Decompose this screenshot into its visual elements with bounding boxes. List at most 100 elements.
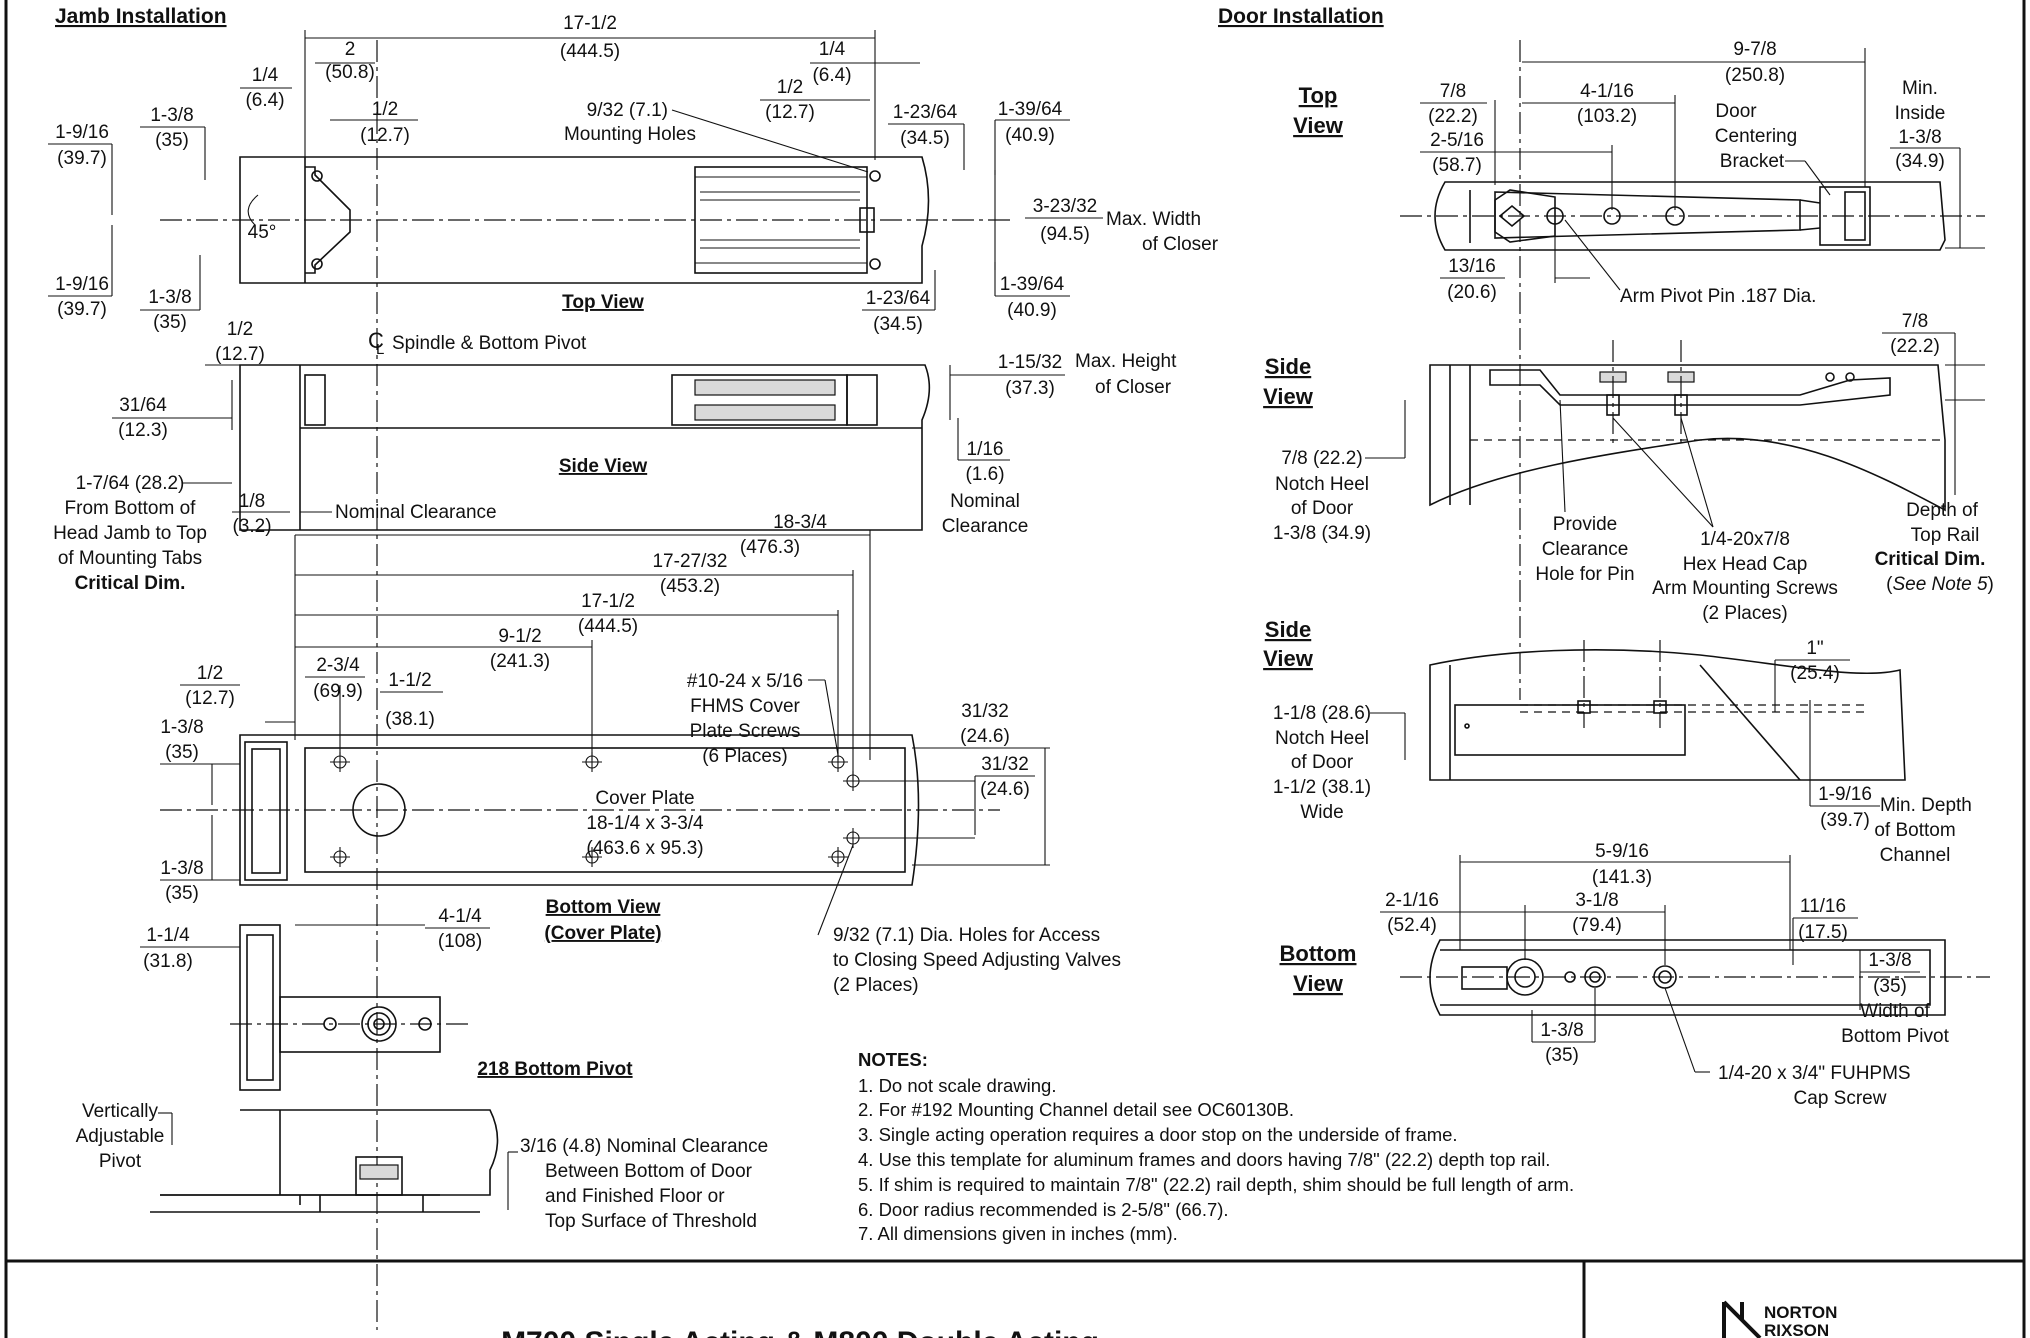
- svg-text:(3.2): (3.2): [232, 516, 271, 537]
- note-2: 2. For #192 Mounting Channel detail see …: [858, 1099, 1294, 1120]
- svg-text:of Bottom: of Bottom: [1874, 820, 1955, 841]
- svg-text:31/32: 31/32: [961, 701, 1009, 722]
- svg-text:18-1/4 x 3-3/4: 18-1/4 x 3-3/4: [586, 813, 704, 834]
- svg-text:7/8: 7/8: [1902, 311, 1928, 332]
- svg-text:(17.5): (17.5): [1798, 922, 1848, 943]
- norton-rixson-logo: NORTON RIXSON: [1722, 1300, 1837, 1338]
- svg-text:Wide: Wide: [1300, 802, 1343, 823]
- svg-text:3-1/8: 3-1/8: [1575, 890, 1618, 911]
- svg-text:1/8: 1/8: [239, 491, 265, 512]
- svg-text:1-3/8: 1-3/8: [1868, 950, 1911, 971]
- svg-text:31/64: 31/64: [119, 395, 167, 416]
- svg-text:(79.4): (79.4): [1572, 915, 1622, 936]
- svg-text:View: View: [1263, 646, 1314, 671]
- svg-text:(453.2): (453.2): [660, 576, 720, 597]
- svg-text:(22.2): (22.2): [1428, 106, 1478, 127]
- svg-text:(35): (35): [153, 312, 187, 333]
- svg-text:(12.7): (12.7): [360, 125, 410, 146]
- svg-text:Door: Door: [1715, 101, 1757, 122]
- note-3: 3. Single acting operation requires a do…: [858, 1124, 1458, 1145]
- svg-text:(103.2): (103.2): [1577, 106, 1637, 127]
- svg-text:(250.8): (250.8): [1725, 65, 1785, 86]
- svg-text:(37.3): (37.3): [1005, 378, 1055, 399]
- svg-text:(141.3): (141.3): [1592, 867, 1652, 888]
- svg-text:Provide: Provide: [1553, 514, 1617, 535]
- svg-text:of Closer: of Closer: [1142, 234, 1219, 255]
- svg-text:(24.6): (24.6): [960, 726, 1010, 747]
- svg-text:(34.5): (34.5): [900, 128, 950, 149]
- svg-text:1/2: 1/2: [227, 319, 253, 340]
- svg-text:18-3/4: 18-3/4: [773, 512, 827, 533]
- svg-text:FHMS Cover: FHMS Cover: [690, 696, 800, 717]
- svg-text:Side: Side: [1265, 617, 1311, 642]
- svg-text:(34.9): (34.9): [1895, 151, 1945, 172]
- jamb-top-view: 17-1/2 (444.5) 2 (50.8) 1/4 (6.4) 1/2 (1…: [48, 13, 1219, 1330]
- svg-text:Min. Depth: Min. Depth: [1880, 795, 1972, 816]
- svg-text:Arm Pivot Pin .187 Dia.: Arm Pivot Pin .187 Dia.: [1620, 286, 1816, 307]
- svg-text:9/32 (7.1): 9/32 (7.1): [587, 100, 668, 121]
- svg-text:(463.6 x 95.3): (463.6 x 95.3): [586, 838, 703, 859]
- svg-text:17-1/2: 17-1/2: [581, 591, 635, 612]
- svg-text:Plate Screws: Plate Screws: [690, 721, 801, 742]
- floor-elevation: Vertically Adjustable Pivot 3/16 (4.8) N…: [76, 1101, 769, 1232]
- svg-text:4-1/4: 4-1/4: [438, 906, 482, 927]
- svg-text:45°: 45°: [248, 222, 277, 243]
- svg-text:Hole for Pin: Hole for Pin: [1535, 564, 1634, 585]
- note-6: 6. Door radius recommended is 2-5/8" (66…: [858, 1199, 1229, 1220]
- svg-text:(6.4): (6.4): [812, 65, 851, 86]
- svg-text:1-39/64: 1-39/64: [1000, 274, 1065, 295]
- svg-text:1/4-20x7/8: 1/4-20x7/8: [1700, 529, 1790, 550]
- svg-text:Max. Width: Max. Width: [1106, 209, 1201, 230]
- svg-text:5-9/16: 5-9/16: [1595, 841, 1649, 862]
- svg-text:(34.5): (34.5): [873, 314, 923, 335]
- logo-text-1: NORTON: [1764, 1303, 1837, 1322]
- svg-text:#10-24 x 5/16: #10-24 x 5/16: [687, 671, 803, 692]
- svg-text:(39.7): (39.7): [1820, 810, 1870, 831]
- svg-text:(2 Places): (2 Places): [1702, 603, 1788, 624]
- svg-text:3/16 (4.8) Nominal Clearance: 3/16 (4.8) Nominal Clearance: [520, 1136, 768, 1157]
- svg-text:1-7/64 (28.2): 1-7/64 (28.2): [76, 473, 185, 494]
- svg-text:1-1/2: 1-1/2: [388, 670, 431, 691]
- svg-text:1/4: 1/4: [252, 65, 279, 86]
- svg-text:of Mounting Tabs: of Mounting Tabs: [58, 548, 202, 569]
- svg-text:2-3/4: 2-3/4: [316, 655, 360, 676]
- notes-heading: NOTES:: [858, 1049, 928, 1070]
- svg-text:1-9/16: 1-9/16: [55, 274, 109, 295]
- svg-text:2-1/16: 2-1/16: [1385, 890, 1439, 911]
- svg-text:Centering: Centering: [1715, 126, 1797, 147]
- svg-text:4-1/16: 4-1/16: [1580, 81, 1634, 102]
- svg-text:of Door: of Door: [1291, 752, 1354, 773]
- svg-text:(52.4): (52.4): [1387, 915, 1437, 936]
- svg-text:Width of: Width of: [1860, 1001, 1930, 1022]
- svg-text:(40.9): (40.9): [1005, 125, 1055, 146]
- svg-text:2: 2: [345, 39, 356, 60]
- door-side-view-top-rail: Side View 7/8 (22.2) 7/8 (22.2) Notch He…: [1263, 311, 1994, 624]
- note-1: 1. Do not scale drawing.: [858, 1075, 1056, 1096]
- svg-text:9/32 (7.1) Dia. Holes for Acce: 9/32 (7.1) Dia. Holes for Access: [833, 925, 1100, 946]
- svg-text:1-9/16: 1-9/16: [1818, 784, 1872, 805]
- svg-text:(108): (108): [438, 931, 482, 952]
- svg-text:Notch Heel: Notch Heel: [1275, 728, 1369, 749]
- svg-text:(39.7): (39.7): [57, 148, 107, 169]
- svg-text:of Door: of Door: [1291, 498, 1354, 519]
- svg-text:Pivot: Pivot: [99, 1151, 142, 1172]
- svg-text:(241.3): (241.3): [490, 651, 550, 672]
- svg-text:11/16: 11/16: [1800, 896, 1846, 917]
- svg-text:Between Bottom of Door: Between Bottom of Door: [545, 1161, 753, 1182]
- svg-text:(1.6): (1.6): [965, 464, 1004, 485]
- svg-text:(94.5): (94.5): [1040, 224, 1090, 245]
- svg-text:1/2: 1/2: [197, 663, 223, 684]
- svg-text:Inside: Inside: [1895, 103, 1946, 124]
- svg-text:1-23/64: 1-23/64: [893, 102, 958, 123]
- svg-text:C: C: [368, 328, 384, 353]
- svg-text:(69.9): (69.9): [313, 681, 363, 702]
- drawing-title: M700 Single Acting & M800 Double Acting: [501, 1326, 1099, 1338]
- svg-text:1-23/64: 1-23/64: [866, 288, 931, 309]
- svg-text:Nominal Clearance: Nominal Clearance: [335, 502, 497, 523]
- jamb-side-view: C L Spindle & Bottom Pivot 1/2 (12.7) 31…: [53, 319, 1177, 594]
- jamb-bottom-view-label: Bottom View: [546, 897, 661, 918]
- svg-text:7/8: 7/8: [1440, 81, 1466, 102]
- svg-text:(31.8): (31.8): [143, 951, 193, 972]
- svg-text:View: View: [1263, 384, 1314, 409]
- svg-text:Bracket: Bracket: [1720, 151, 1785, 172]
